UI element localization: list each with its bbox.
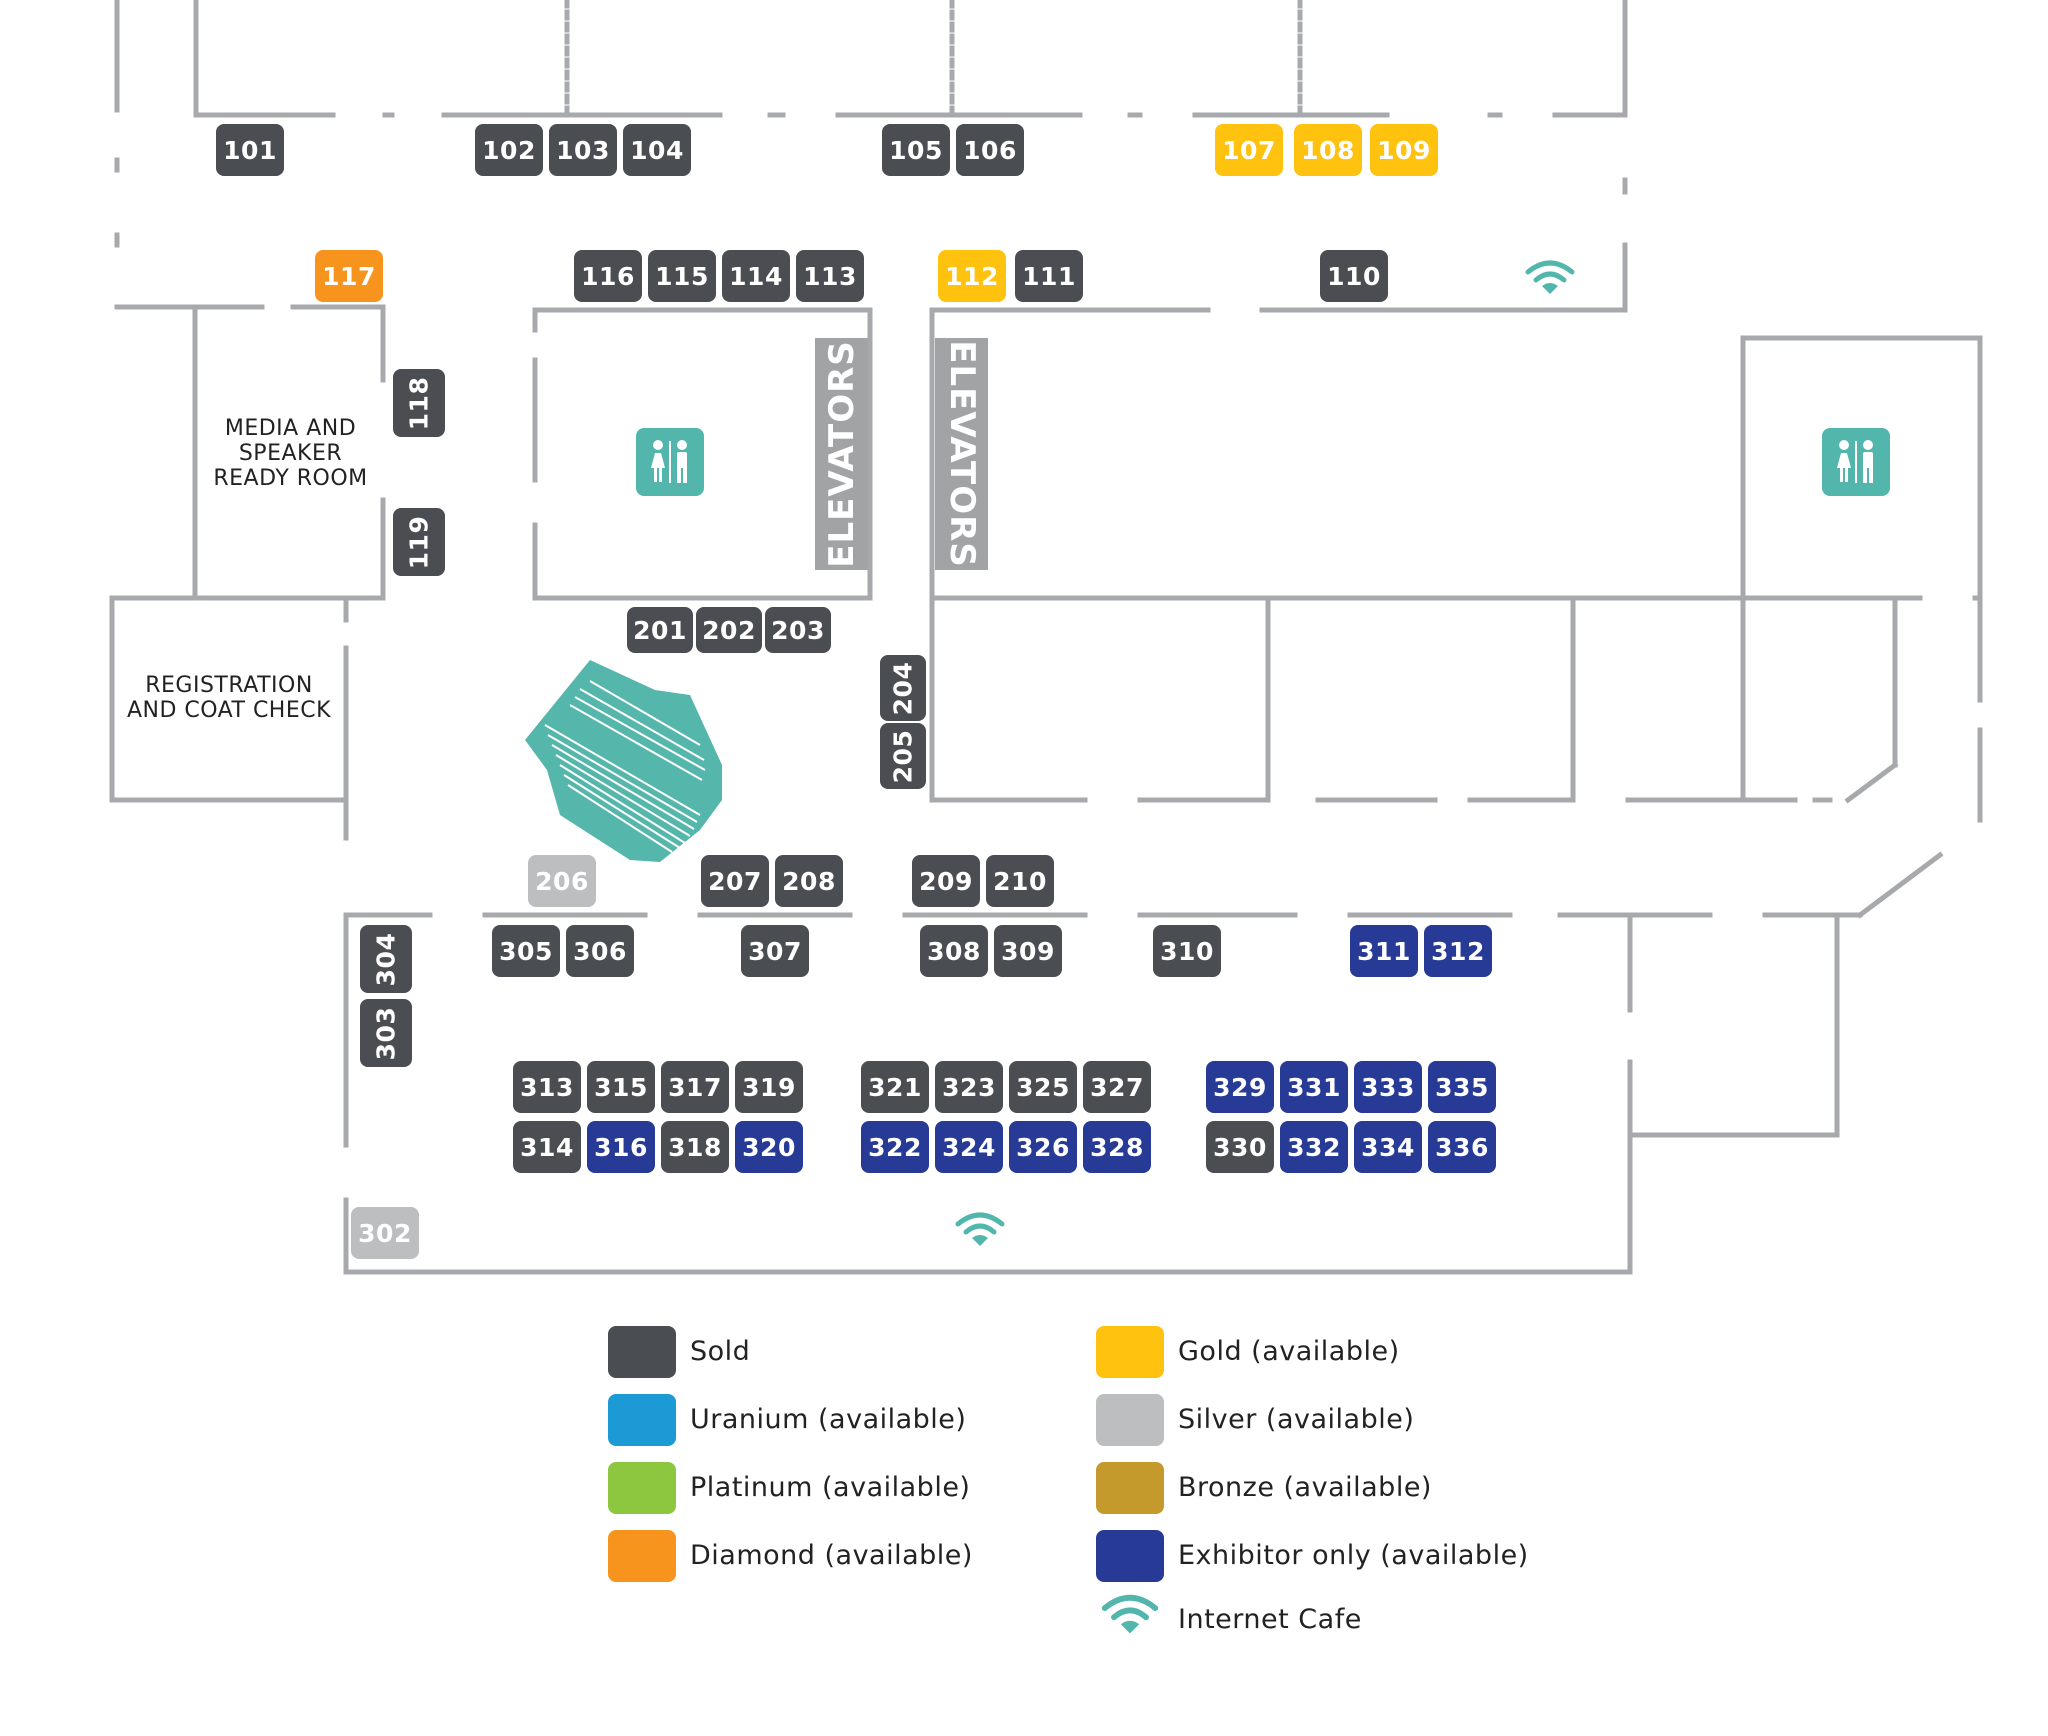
wifi-icon <box>1101 1594 1159 1634</box>
booth[interactable]: 321 <box>861 1061 929 1113</box>
booth[interactable]: 112 <box>938 250 1006 302</box>
booth[interactable]: 109 <box>1370 124 1438 176</box>
legend-label-silver: Silver (available) <box>1178 1404 1415 1435</box>
booth[interactable]: 322 <box>861 1121 929 1173</box>
booth[interactable]: 323 <box>935 1061 1003 1113</box>
booth[interactable]: 302 <box>351 1207 419 1259</box>
booth[interactable]: 204 <box>880 655 926 721</box>
booth[interactable]: 309 <box>994 925 1062 977</box>
booth[interactable]: 115 <box>648 250 716 302</box>
legend-swatch-gold <box>1096 1326 1164 1378</box>
booth[interactable]: 102 <box>475 124 543 176</box>
booth[interactable]: 330 <box>1206 1121 1274 1173</box>
wifi-icon <box>1525 260 1575 294</box>
booth[interactable]: 106 <box>956 124 1024 176</box>
booth[interactable]: 318 <box>661 1121 729 1173</box>
booth[interactable]: 108 <box>1294 124 1362 176</box>
booth[interactable]: 201 <box>627 607 693 653</box>
booth[interactable]: 105 <box>882 124 950 176</box>
booth[interactable]: 313 <box>513 1061 581 1113</box>
booth[interactable]: 104 <box>623 124 691 176</box>
booth[interactable]: 208 <box>775 855 843 907</box>
booth[interactable]: 107 <box>1215 124 1283 176</box>
booth[interactable]: 315 <box>587 1061 655 1113</box>
elevators-right: ELEVATORS <box>935 338 988 570</box>
booth[interactable]: 304 <box>360 925 412 993</box>
booth[interactable]: 202 <box>696 607 762 653</box>
booth[interactable]: 314 <box>513 1121 581 1173</box>
booth[interactable]: 328 <box>1083 1121 1151 1173</box>
legend-label-gold: Gold (available) <box>1178 1336 1400 1367</box>
booth[interactable]: 329 <box>1206 1061 1274 1113</box>
wifi-icon <box>955 1212 1005 1246</box>
booth[interactable]: 320 <box>735 1121 803 1173</box>
legend-swatch-uranium <box>608 1394 676 1446</box>
booth[interactable]: 325 <box>1009 1061 1077 1113</box>
booth[interactable]: 307 <box>741 925 809 977</box>
booth[interactable]: 110 <box>1320 250 1388 302</box>
booth[interactable]: 327 <box>1083 1061 1151 1113</box>
booth[interactable]: 119 <box>393 508 445 576</box>
booth[interactable]: 336 <box>1428 1121 1496 1173</box>
booth[interactable]: 324 <box>935 1121 1003 1173</box>
booth[interactable]: 206 <box>528 855 596 907</box>
booth[interactable]: 205 <box>880 723 926 789</box>
booth[interactable]: 332 <box>1280 1121 1348 1173</box>
booth[interactable]: 207 <box>701 855 769 907</box>
booth[interactable]: 311 <box>1350 925 1418 977</box>
restroom-icon <box>1822 428 1890 496</box>
booth[interactable]: 334 <box>1354 1121 1422 1173</box>
booth[interactable]: 203 <box>765 607 831 653</box>
legend-label-internet: Internet Cafe <box>1178 1604 1362 1635</box>
legend-swatch-bronze <box>1096 1462 1164 1514</box>
legend-swatch-sold <box>608 1326 676 1378</box>
legend-label-uranium: Uranium (available) <box>690 1404 967 1435</box>
booth[interactable]: 113 <box>796 250 864 302</box>
legend-swatch-exhibitor <box>1096 1530 1164 1582</box>
legend-label-diamond: Diamond (available) <box>690 1540 973 1571</box>
legend-swatch-diamond <box>608 1530 676 1582</box>
booth[interactable]: 312 <box>1424 925 1492 977</box>
legend-label-sold: Sold <box>690 1336 751 1367</box>
restroom-icon <box>636 428 704 496</box>
legend-label-platinum: Platinum (available) <box>690 1472 971 1503</box>
booth[interactable]: 118 <box>393 369 445 437</box>
booth[interactable]: 305 <box>492 925 560 977</box>
legend-label-bronze: Bronze (available) <box>1178 1472 1432 1503</box>
booth[interactable]: 209 <box>912 855 980 907</box>
booth[interactable]: 114 <box>722 250 790 302</box>
booth[interactable]: 310 <box>1153 925 1221 977</box>
legend-label-exhibitor: Exhibitor only (available) <box>1178 1540 1529 1571</box>
booth[interactable]: 111 <box>1015 250 1083 302</box>
booth[interactable]: 117 <box>315 250 383 302</box>
stage-area <box>525 660 722 862</box>
booth[interactable]: 308 <box>920 925 988 977</box>
booth[interactable]: 210 <box>986 855 1054 907</box>
legend-swatch-silver <box>1096 1394 1164 1446</box>
booth[interactable]: 326 <box>1009 1121 1077 1173</box>
booth[interactable]: 303 <box>360 999 412 1067</box>
booth[interactable]: 116 <box>574 250 642 302</box>
booth[interactable]: 317 <box>661 1061 729 1113</box>
booth[interactable]: 331 <box>1280 1061 1348 1113</box>
elevators-left: ELEVATORS <box>815 338 868 570</box>
legend-swatch-platinum <box>608 1462 676 1514</box>
booth[interactable]: 101 <box>216 124 284 176</box>
booth[interactable]: 103 <box>549 124 617 176</box>
booth[interactable]: 319 <box>735 1061 803 1113</box>
booth[interactable]: 316 <box>587 1121 655 1173</box>
booth[interactable]: 335 <box>1428 1061 1496 1113</box>
booth[interactable]: 333 <box>1354 1061 1422 1113</box>
booth[interactable]: 306 <box>566 925 634 977</box>
